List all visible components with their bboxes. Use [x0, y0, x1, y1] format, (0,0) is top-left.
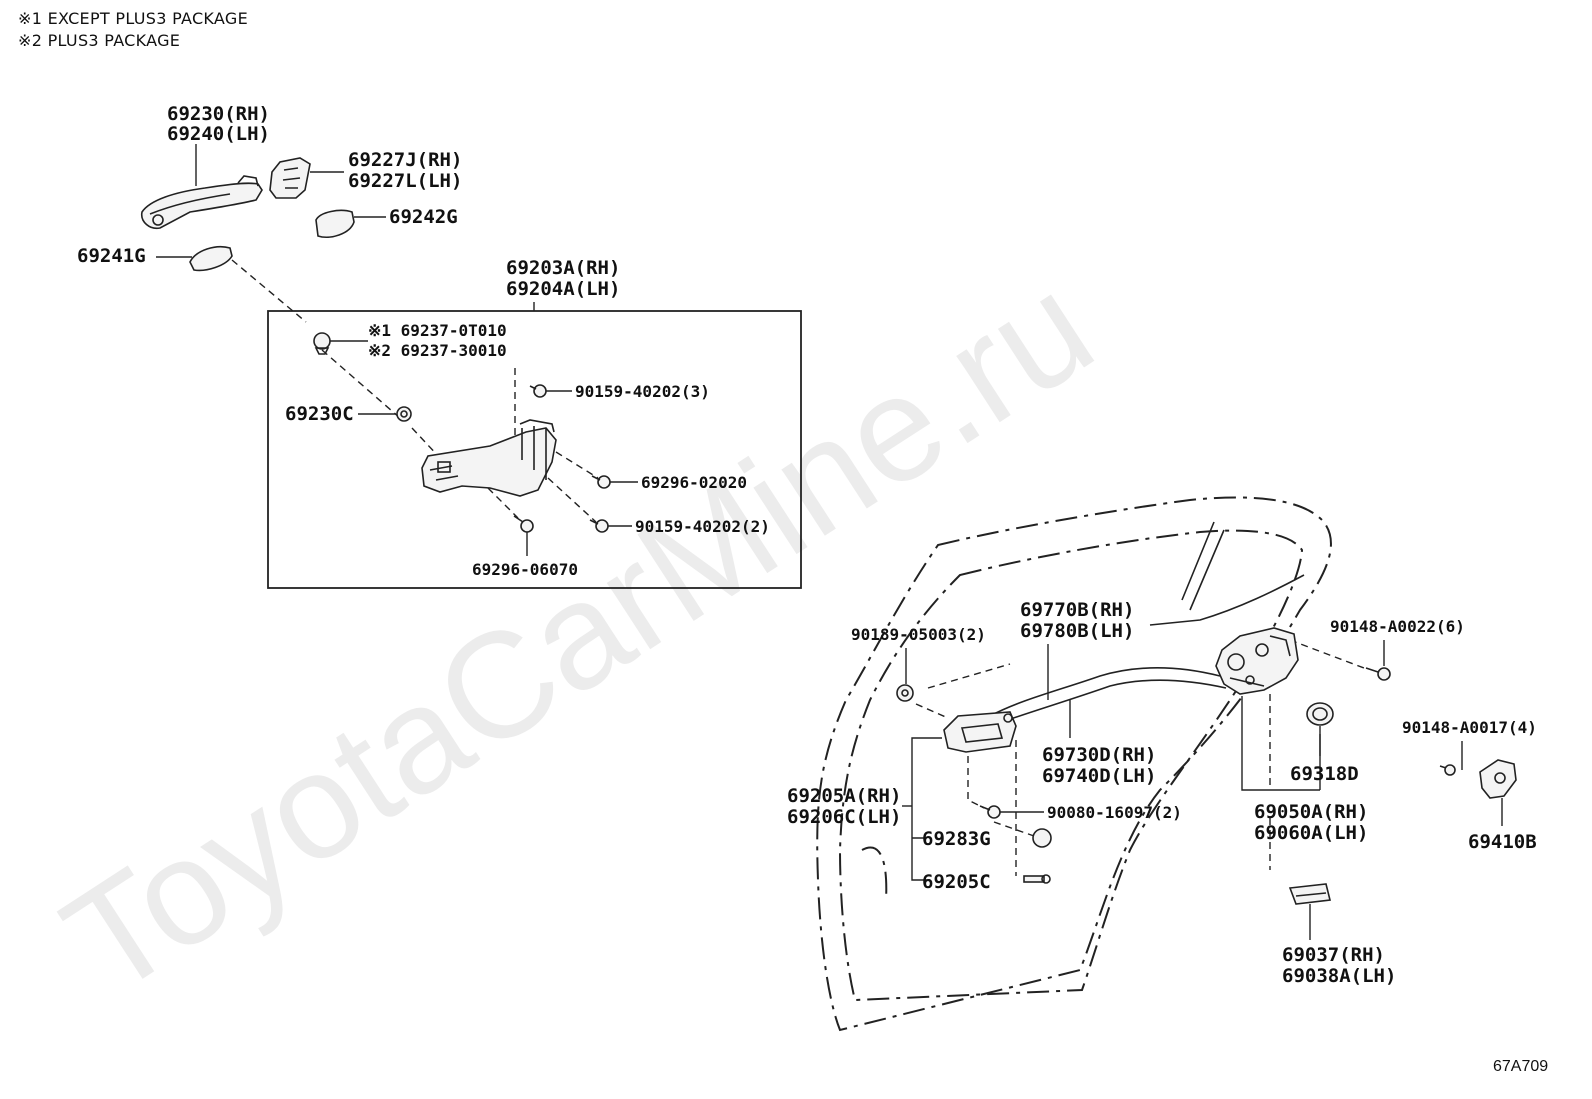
pad-69241G [189, 246, 233, 272]
label-90080: 90080-16097(2) [1047, 803, 1182, 822]
label-69296a: 69296-02020 [641, 473, 747, 492]
label-69205C: 69205C [922, 871, 991, 893]
frame-assembly-box [267, 310, 802, 589]
label-69241G: 69241G [77, 245, 146, 267]
handle-cover [269, 157, 311, 199]
bolt-90159-2 [589, 519, 609, 533]
label-69230C: 69230C [285, 403, 354, 425]
label-69060A: 69060A(LH) [1254, 822, 1368, 844]
assembly-dash-7 [1289, 639, 1365, 669]
label-69242G: 69242G [389, 206, 458, 228]
note-plus3: ※2 PLUS3 PACKAGE [18, 31, 181, 50]
assembly-dash-9 [967, 740, 1017, 876]
assembly-dash-10 [993, 821, 1035, 837]
assembly-dash-6 [915, 663, 1011, 719]
cover-69037 [1288, 883, 1331, 905]
label-69283G: 69283G [922, 828, 991, 850]
bolt-69296-02020 [591, 475, 611, 489]
assembly-dash-3 [555, 451, 599, 479]
door-lock-69050A [1215, 627, 1299, 695]
label-90189: 90189-05003(2) [851, 625, 986, 644]
bolt-69296-06070 [513, 515, 534, 533]
pin-69205C [1023, 874, 1051, 884]
label-69050A: 69050A(RH) [1254, 801, 1368, 823]
diagram-code: 67A709 [1493, 1058, 1549, 1075]
note-plus3-except: ※1 EXCEPT PLUS3 PACKAGE [18, 9, 249, 28]
label-90159a: 90159-40202(3) [575, 382, 710, 401]
label-90159b: 90159-40202(2) [635, 517, 770, 536]
label-69740D: 69740D(LH) [1042, 765, 1156, 787]
label-69237a: ※1 69237-0T010 [368, 321, 507, 340]
inside-handle-69205A [943, 711, 1017, 753]
assembly-dash-4 [547, 477, 597, 523]
bolt-90148a [1365, 667, 1391, 681]
bolt-90159-3 [529, 384, 547, 398]
label-69038A: 69038A(LH) [1282, 965, 1396, 987]
label-69206C: 69206C(LH) [787, 806, 901, 828]
label-69037: 69037(RH) [1282, 944, 1385, 966]
ring-69318D [1306, 702, 1334, 726]
striker-69410B [1479, 759, 1517, 799]
label-69205A: 69205A(RH) [787, 785, 901, 807]
label-69227L: 69227L(LH) [348, 170, 462, 192]
cap-69283G [1032, 828, 1052, 848]
label-69780B: 69780B(LH) [1020, 620, 1134, 642]
leader-69205A [911, 737, 942, 881]
label-69240: 69240(LH) [167, 123, 270, 145]
label-69237b: ※2 69237-30010 [368, 341, 507, 360]
label-69410B: 69410B [1468, 831, 1537, 853]
nut-69230C [396, 406, 412, 422]
cable-69770B [989, 666, 1221, 717]
label-69770B: 69770B(RH) [1020, 599, 1134, 621]
cable-69730D [995, 679, 1227, 725]
label-69318D: 69318D [1290, 763, 1359, 785]
door-outline [816, 496, 1332, 1032]
label-69203A: 69203A(RH) [506, 257, 620, 279]
label-69730D: 69730D(RH) [1042, 744, 1156, 766]
label-90148b: 90148-A0017(4) [1402, 718, 1537, 737]
label-69204A: 69204A(LH) [506, 278, 620, 300]
handle-frame [421, 419, 557, 497]
outside-handle [140, 175, 263, 230]
assembly-dash-1 [231, 259, 441, 459]
bolt-90148b [1439, 764, 1456, 776]
label-69230: 69230(RH) [167, 103, 270, 125]
label-69227J: 69227J(RH) [348, 149, 462, 171]
grommet-90189 [896, 684, 914, 702]
label-90148a: 90148-A0022(6) [1330, 617, 1465, 636]
pad-69242G [315, 209, 355, 238]
label-69296b: 69296-06070 [472, 560, 578, 579]
